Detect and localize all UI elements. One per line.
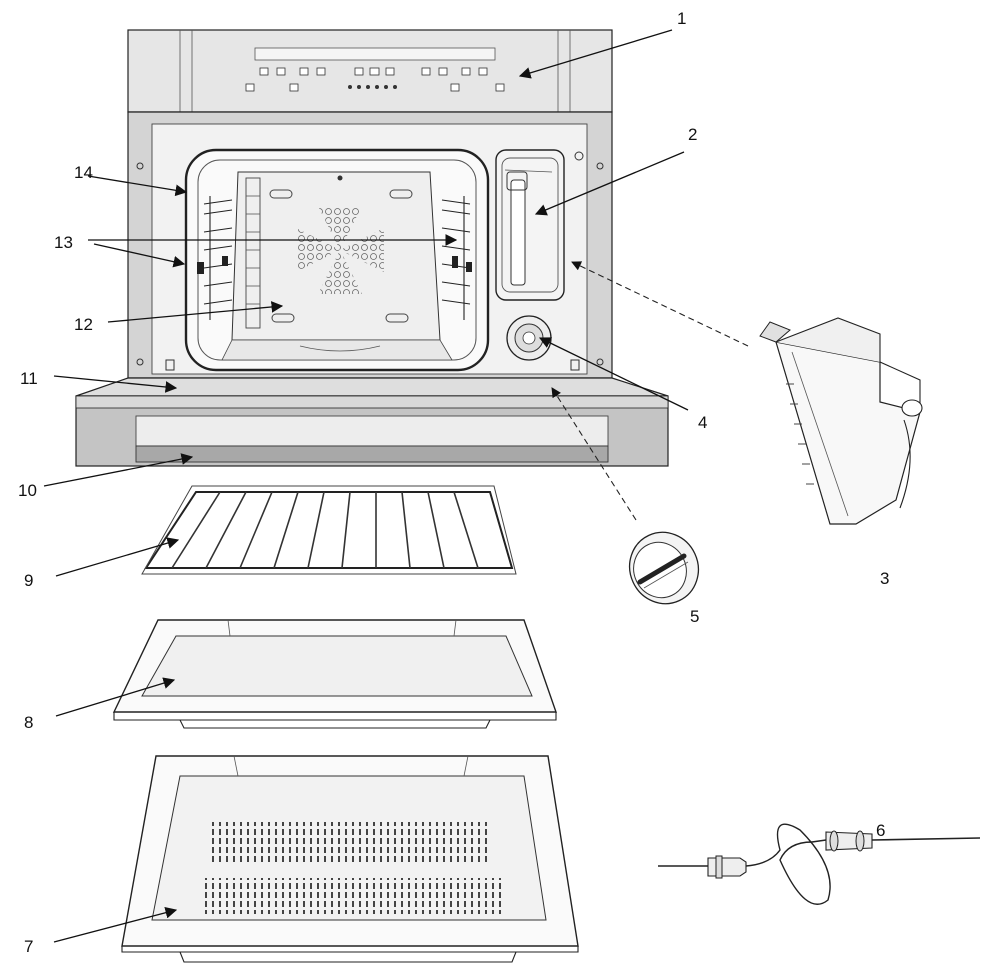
leader-lines bbox=[43, 29, 689, 943]
callout-1: 1 bbox=[677, 9, 686, 28]
door-window bbox=[135, 415, 609, 447]
callout-3: 3 bbox=[880, 569, 889, 588]
wire-rack bbox=[141, 485, 517, 575]
shelf-runners-left bbox=[197, 196, 233, 320]
solid-tray bbox=[112, 619, 557, 729]
callout-14: 14 bbox=[74, 163, 93, 182]
shelf-runners-right bbox=[441, 196, 472, 320]
door-handle bbox=[135, 445, 609, 463]
dashed-leader-lines bbox=[551, 261, 749, 521]
perforated-steam-tray bbox=[121, 755, 579, 963]
callout-13: 13 bbox=[54, 233, 73, 252]
water-tank-housing bbox=[495, 149, 584, 301]
oven-door bbox=[75, 395, 669, 467]
callout-11: 11 bbox=[20, 369, 38, 388]
callout-4: 4 bbox=[698, 413, 707, 432]
meat-probe bbox=[658, 823, 981, 905]
drain-opening bbox=[506, 315, 552, 361]
oven-appliance bbox=[75, 29, 669, 467]
drain-cap bbox=[628, 531, 700, 605]
callout-12: 12 bbox=[74, 315, 93, 334]
control-panel bbox=[127, 29, 613, 113]
callout-labels: 1 2 3 4 5 6 7 8 9 10 11 12 13 14 bbox=[18, 9, 889, 956]
display-window bbox=[254, 47, 496, 61]
callout-2: 2 bbox=[688, 125, 697, 144]
callout-9: 9 bbox=[24, 571, 33, 590]
mode-icons bbox=[348, 85, 397, 89]
water-tank bbox=[759, 317, 923, 525]
fan-cover bbox=[231, 171, 441, 341]
callout-7: 7 bbox=[24, 937, 33, 956]
callout-6: 6 bbox=[876, 821, 885, 840]
callout-10: 10 bbox=[18, 481, 37, 500]
callout-5: 5 bbox=[690, 607, 699, 626]
oven-cavity bbox=[184, 148, 490, 372]
callout-8: 8 bbox=[24, 713, 33, 732]
tank-scale-marks bbox=[786, 383, 814, 485]
control-buttons bbox=[245, 67, 505, 92]
